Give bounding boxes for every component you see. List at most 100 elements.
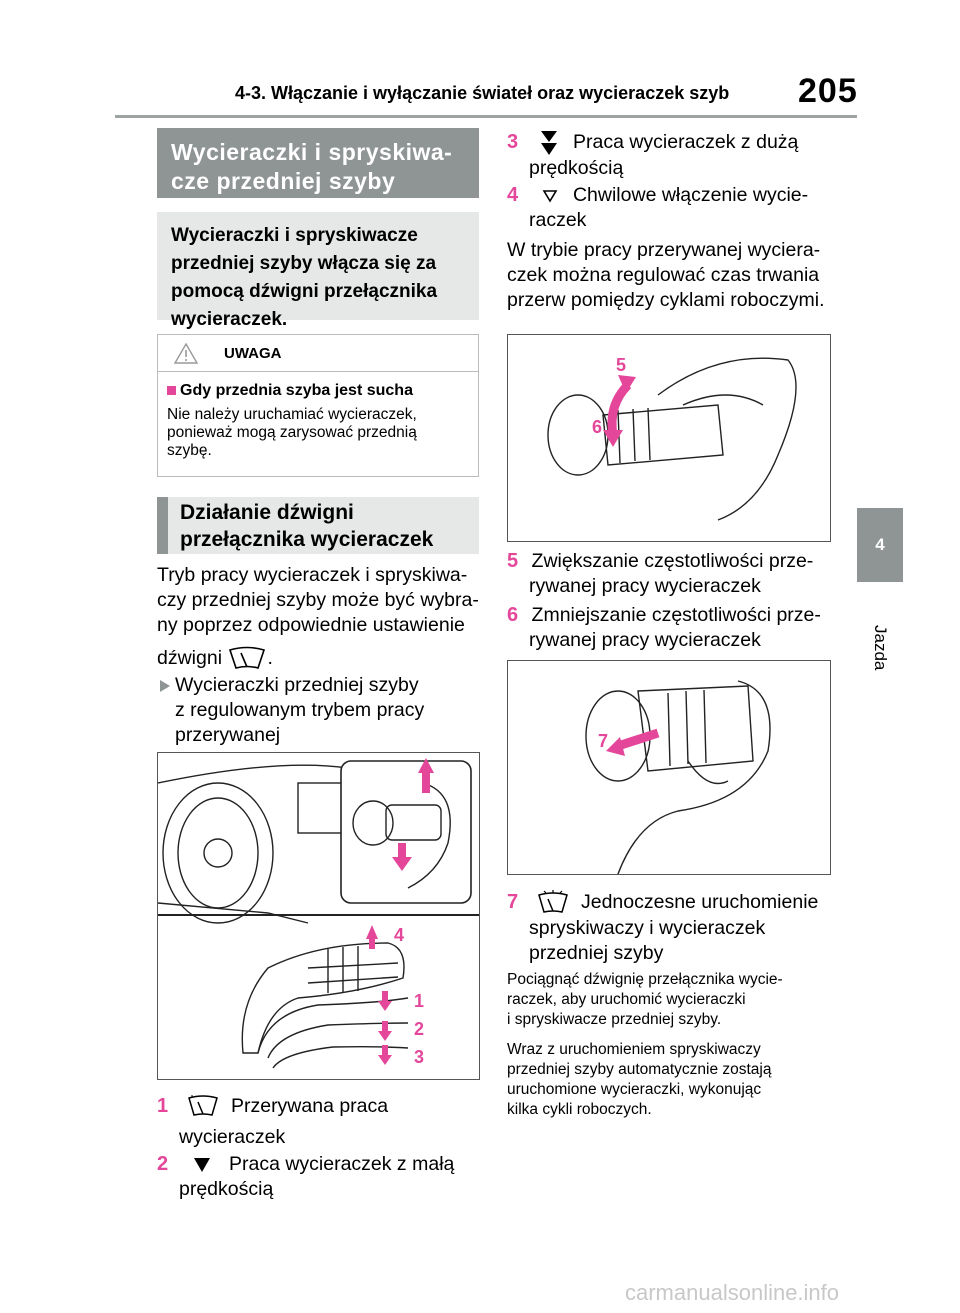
section-heading-line: cze przedniej szyby [171, 168, 396, 194]
item-text: Zmniejszanie częstotliwości prze- [531, 604, 821, 626]
figure-label: 7 [598, 731, 609, 751]
paragraph-end: . [267, 647, 273, 670]
item-number: 5 [507, 550, 519, 572]
paragraph-line: Tryb pracy wycieraczek i spryskiwa- [157, 564, 468, 586]
bullet-line: przerywanej [175, 724, 281, 746]
warning-header: UWAGA [158, 335, 478, 372]
paragraph-line: przerw pomiędzy cyklami roboczymi. [507, 289, 825, 311]
wiper-icon [229, 646, 266, 669]
figure-interval-adjust: 5 6 [507, 334, 831, 542]
bullet-line: z regulowanym trybem pracy [175, 699, 425, 721]
washer-pull-illustration [585, 680, 771, 875]
triangle-bullet-icon [160, 680, 170, 692]
intro-line: przedniej szyby włącza się za [171, 253, 437, 274]
figure-label: 4 [394, 925, 405, 945]
warning-text-line: szybę. [167, 442, 212, 459]
figure-label: 1 [414, 991, 425, 1011]
subsection-heading-line: przełącznika wycieraczek [180, 528, 434, 551]
figure-label: 2 [414, 1019, 425, 1039]
paragraph-line: ny poprzez odpowiednie ustawienie [157, 614, 465, 636]
list-item: 5 Zwiększanie częstotliwości prze- rywan… [507, 549, 842, 599]
note-paragraph: Wraz z uruchomieniem spryskiwaczy przedn… [507, 1040, 842, 1120]
item-text: Zwiększanie częstotliwości prze- [531, 550, 814, 572]
paragraph-line: W trybie pracy przerywanej wyciera- [507, 239, 821, 261]
subsection-paragraph: Tryb pracy wycieraczek i spryskiwa- czy … [157, 563, 487, 672]
note-line: uruchomione wycieraczki, wykonując [507, 1081, 762, 1098]
list-item: 3 Praca wycieraczek z dużą prędkością [507, 130, 837, 181]
subsection-heading-line: Działanie dźwigni [180, 501, 354, 524]
item-text-line: rywanej pracy wycieraczek [529, 575, 761, 597]
subsection-heading: Działanie dźwigni przełącznika wycieracz… [157, 497, 479, 554]
figure-wiper-lever-positions: 4 1 2 3 [157, 752, 480, 1080]
list-item: 2 Praca wycieraczek z małą prędkością [157, 1152, 477, 1202]
figure-label: 5 [616, 355, 627, 375]
list-item: 7 Jednoczesne uruchomienie spryskiwaczy … [507, 890, 842, 966]
intro-line: Wycieraczki i spryskiwacze [171, 225, 418, 246]
chapter-tab[interactable]: 4 [857, 508, 903, 582]
item-text-line: spryskiwaczy i wycieraczek [529, 917, 766, 939]
warning-title: Gdy przednia szyba jest sucha [167, 380, 468, 402]
warning-label: UWAGA [224, 344, 282, 362]
note-line: i spryskiwacze przedniej szyby. [507, 1011, 722, 1028]
figure-label: 6 [592, 417, 603, 437]
paragraph-text: dźwigni [157, 647, 223, 670]
item-text-line: raczek [529, 209, 587, 231]
chapter-label: Jazda [871, 625, 890, 671]
bullet-line: Wycieraczki przedniej szyby [175, 674, 419, 696]
warning-title-text: Gdy przednia szyba jest sucha [180, 382, 413, 399]
item-number: 4 [507, 184, 519, 206]
item-text-line: przedniej szyby [529, 942, 664, 964]
paragraph-line: czy przedniej szyby może być wybra- [157, 589, 479, 611]
item-text-line: prędkością [179, 1178, 274, 1200]
washer-wiper-icon [537, 890, 568, 913]
intro-line: pomocą dźwigni przełącznika [171, 281, 438, 302]
note-line: raczek, aby uruchomić wycieraczki [507, 991, 746, 1008]
section-heading-line: Wycieraczki i spryskiwa- [171, 139, 453, 165]
item-text-line: prędkością [529, 157, 624, 179]
low-speed-icon [193, 1157, 210, 1172]
item-text: Praca wycieraczek z dużą [572, 131, 799, 154]
item-text: Jednoczesne uruchomienie [580, 891, 819, 914]
intro-line: wycieraczek. [171, 309, 288, 330]
note-line: Wraz z uruchomieniem spryskiwaczy [507, 1041, 761, 1058]
watermark: carmanualsonline.info [625, 1280, 840, 1305]
warning-text-line: Nie należy uruchamiać wycieraczek, [167, 406, 417, 423]
running-header: 4-3. Włączanie i wyłączanie świateł oraz… [235, 83, 730, 103]
item-text: Chwilowe włączenie wycie- [572, 184, 809, 206]
figure-label: 3 [414, 1047, 425, 1067]
item-text: Praca wycieraczek z małą [228, 1153, 455, 1175]
list-item: 4 Chwilowe włączenie wycie- raczek [507, 183, 837, 233]
figure-washer-pull: 7 [507, 660, 831, 875]
intermittent-wiper-icon [187, 1093, 218, 1116]
bullet-item: Wycieraczki przedniej szyby z regulowany… [157, 673, 477, 748]
paragraph-line: dźwigni . [157, 646, 487, 672]
square-bullet-icon [167, 386, 176, 395]
list-item: 6 Zmniejszanie częstotliwości prze- rywa… [507, 603, 842, 653]
warning-box: UWAGA Gdy przednia szyba jest sucha Nie … [157, 334, 479, 477]
section-intro: Wycieraczki i spryskiwacze przedniej szy… [157, 212, 479, 330]
warning-text: Nie należy uruchamiać wycieraczek, ponie… [167, 406, 468, 460]
list-item: 1 Przerywana praca wycieraczek [157, 1093, 477, 1150]
item-number: 3 [507, 131, 519, 154]
item-number: 6 [507, 604, 519, 626]
note-line: kilka cykli roboczych. [507, 1101, 652, 1118]
warning-text-line: ponieważ mogą zarysować przednią [167, 424, 417, 441]
section-heading: Wycieraczki i spryskiwa- cze przedniej s… [157, 128, 479, 198]
interval-paragraph: W trybie pracy przerywanej wyciera- czek… [507, 238, 847, 313]
lever-illustration [157, 758, 479, 1069]
item-number: 2 [157, 1153, 169, 1175]
note-line: przedniej szyby automatycznie zostają [507, 1061, 772, 1078]
interval-ring-illustration [547, 357, 797, 521]
item-text: Przerywana praca [230, 1095, 389, 1117]
high-speed-icon [540, 131, 557, 155]
header-rule [115, 115, 857, 118]
item-number: 7 [507, 891, 519, 914]
note-paragraph: Pociągnąć dźwignię przełącznika wycie- r… [507, 970, 842, 1030]
item-text-line: wycieraczek [179, 1126, 286, 1148]
mist-icon [542, 190, 557, 203]
page-number: 205 [798, 72, 858, 110]
note-line: Pociągnąć dźwignię przełącznika wycie- [507, 971, 783, 988]
item-number: 1 [157, 1095, 169, 1117]
item-text-line: rywanej pracy wycieraczek [529, 629, 761, 651]
paragraph-line: czek można regulować czas trwania [507, 264, 820, 286]
